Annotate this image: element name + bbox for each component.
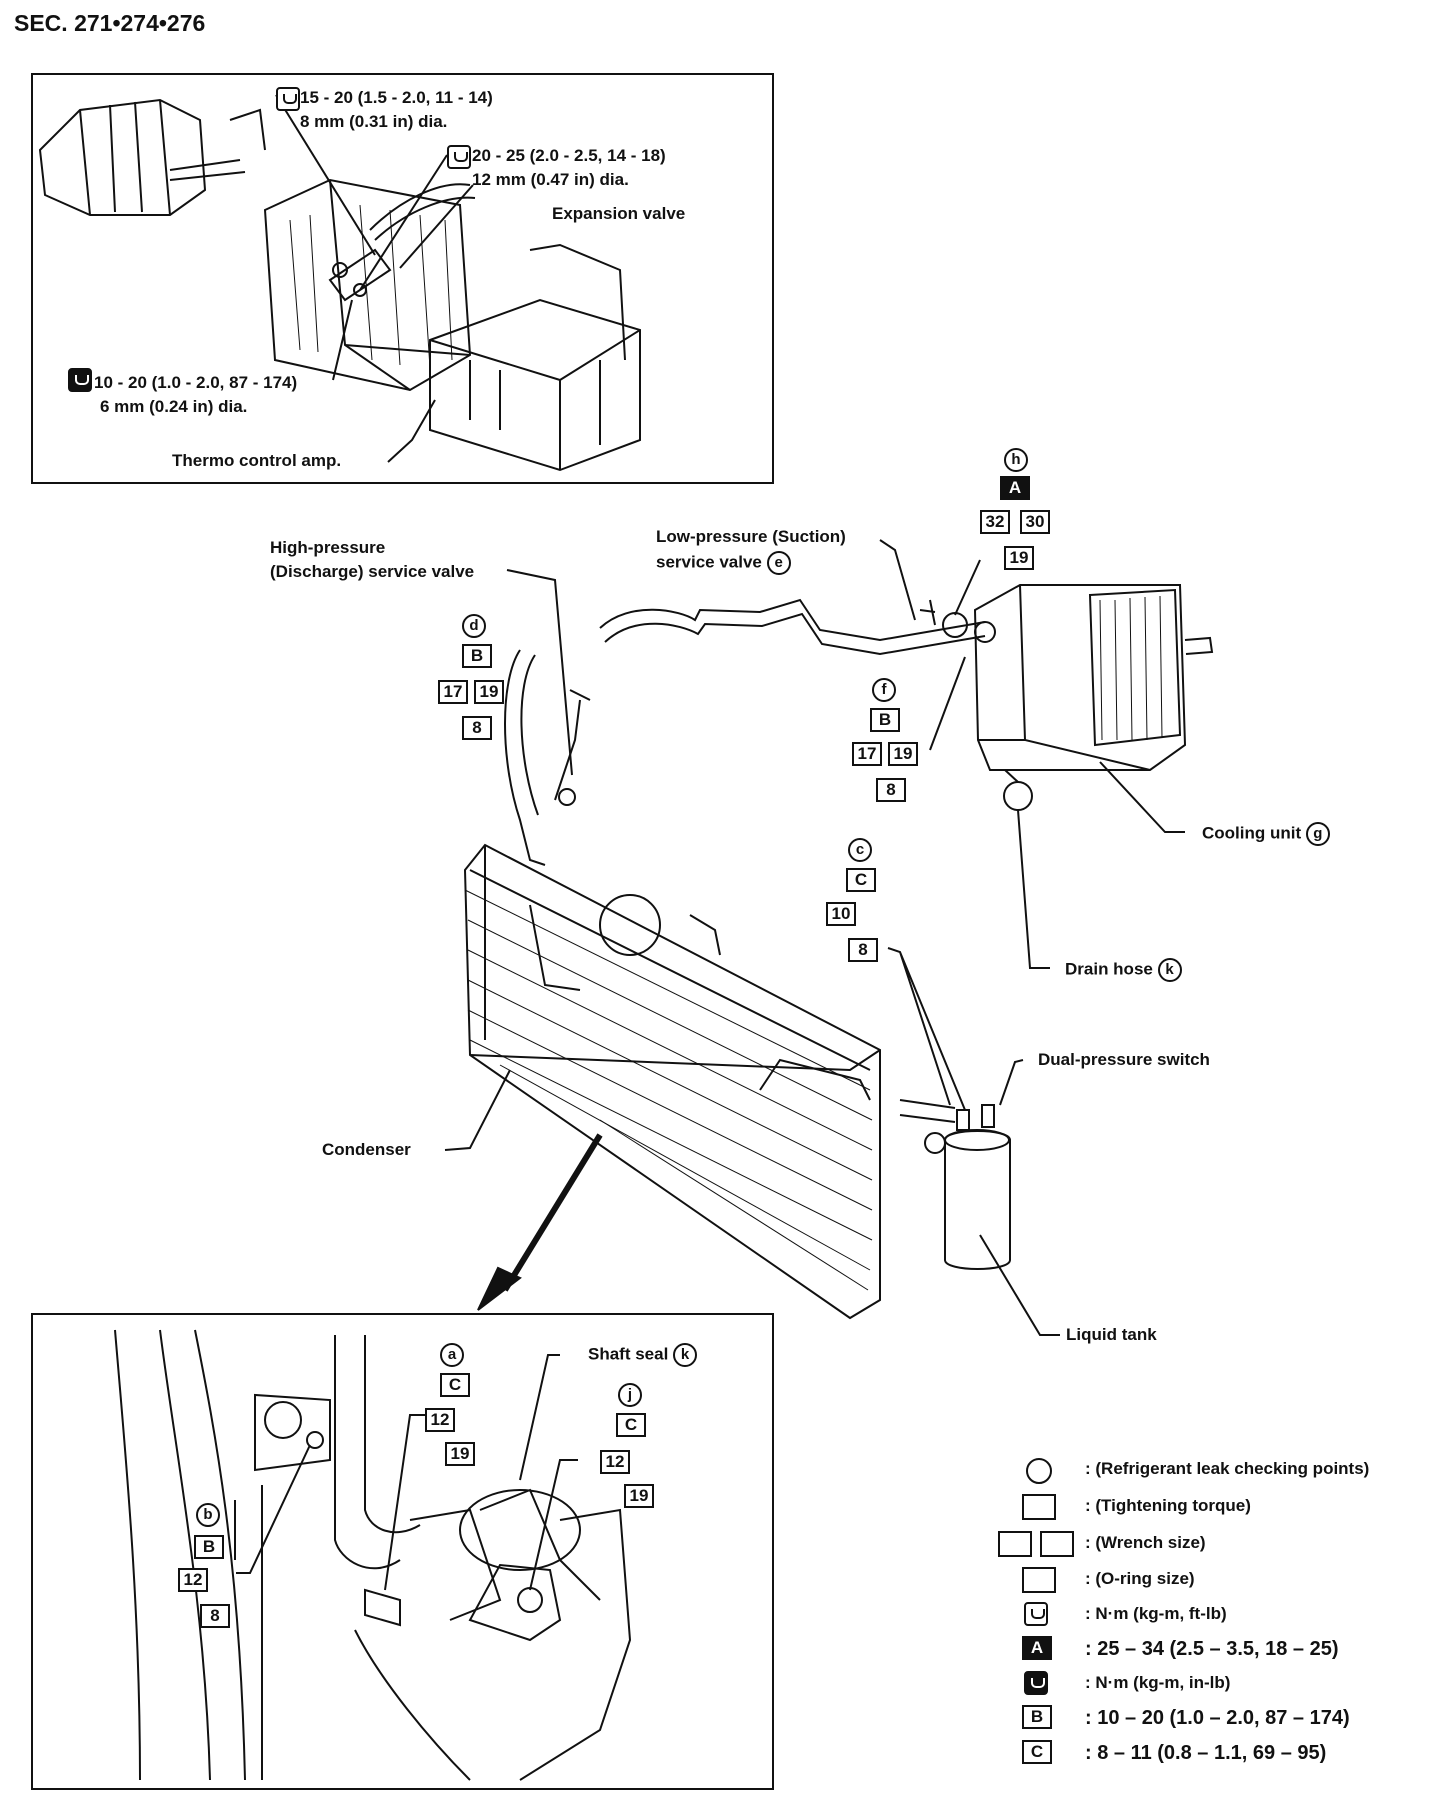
condenser-drawing (463, 843, 881, 1320)
torque-f: B (870, 708, 900, 732)
high-pressure-label-2: (Discharge) service valve (270, 562, 475, 581)
legend-box-symbol (1022, 1494, 1056, 1520)
leak-point-j: j (618, 1383, 642, 1407)
oring-b: 8 (200, 1604, 230, 1628)
cooling-unit-drawing (973, 584, 1214, 811)
wrench-f-1: 17 (852, 742, 882, 766)
thermo-housing-drawing (429, 243, 641, 472)
size-12mm: 12 mm (0.47 in) dia. (472, 170, 629, 189)
leak-point-f: f (872, 678, 896, 702)
low-pressure-text: service valve (656, 552, 762, 572)
leak-point-h: h (1004, 448, 1028, 472)
torque-a: C (440, 1373, 470, 1397)
wrench-b: 12 (178, 1568, 208, 1592)
drain-hose-text: Drain hose (1065, 959, 1153, 979)
expansion-valve-label: Expansion valve (552, 204, 686, 223)
legend-circle-symbol (1026, 1458, 1052, 1484)
shaft-seal-label: Shaft seal k (588, 1343, 698, 1367)
legend-torque-a: A (1022, 1636, 1052, 1660)
torque-20-25: 20 - 25 (2.0 - 2.5, 14 - 18) (472, 146, 666, 165)
evaporator-drawing (263, 178, 476, 392)
leak-point-k: k (1157, 958, 1182, 982)
liquid-tank-label: Liquid tank (1066, 1325, 1157, 1344)
legend-item: : (Wrench size) (1085, 1533, 1206, 1552)
leak-point-d: d (462, 614, 486, 638)
cooling-unit-text: Cooling unit (1202, 823, 1302, 843)
torque-h: A (1000, 476, 1030, 500)
torque-15-20: 15 - 20 (1.5 - 2.0, 11 - 14) (300, 88, 493, 107)
dual-pressure-label: Dual-pressure switch (1038, 1050, 1210, 1069)
torque-10-20: 10 - 20 (1.0 - 2.0, 87 - 174) (94, 373, 298, 392)
top-inset-frame (31, 73, 774, 484)
wrench-c: 10 (826, 902, 856, 926)
wrench-dark-icon (1024, 1671, 1048, 1695)
oring-a: 19 (445, 1442, 475, 1466)
leak-point-e: e (766, 551, 791, 575)
legend-torque-c: C (1022, 1740, 1052, 1764)
high-pressure-label-1: High-pressure (270, 538, 386, 557)
legend-item: : 25 – 34 (2.5 – 3.5, 18 – 25) (1085, 1638, 1339, 1660)
shaft-seal-text: Shaft seal (588, 1344, 669, 1364)
legend-item: : (O-ring size) (1085, 1569, 1195, 1588)
wrench-icon (276, 87, 300, 111)
liquid-tank-drawing (899, 1099, 1011, 1270)
oring-j: 19 (624, 1484, 654, 1508)
thermo-control-label: Thermo control amp. (172, 451, 342, 470)
section-title: SEC. 271•274•276 (14, 10, 206, 36)
condenser-label: Condenser (322, 1140, 411, 1159)
legend-item: : (Refrigerant leak checking points) (1085, 1459, 1370, 1478)
torque-c: C (846, 868, 876, 892)
oring-h: 19 (1004, 546, 1034, 570)
wrench-h-1: 32 (980, 510, 1010, 534)
wrench-d-2: 19 (474, 680, 504, 704)
legend-item: : 8 – 11 (0.8 – 1.1, 69 – 95) (1085, 1742, 1327, 1764)
leak-point-a: a (440, 1343, 464, 1367)
size-6mm: 6 mm (0.24 in) dia. (100, 397, 248, 416)
size-8mm: 8 mm (0.31 in) dia. (300, 112, 448, 131)
wrench-f-2: 19 (888, 742, 918, 766)
wrench-icon (447, 145, 471, 169)
legend-item: : (Tightening torque) (1085, 1496, 1251, 1515)
legend-box-symbol (1022, 1567, 1056, 1593)
bottom-inset-frame (31, 1313, 774, 1790)
torque-b: B (194, 1535, 224, 1559)
torque-j: C (616, 1413, 646, 1437)
drain-hose-label: Drain hose k (1065, 958, 1182, 982)
cooling-unit-label: Cooling unit g (1202, 822, 1330, 846)
wrench-j: 12 (600, 1450, 630, 1474)
legend-item: : N·m (kg-m, in-lb) (1085, 1673, 1231, 1692)
torque-d: B (462, 644, 492, 668)
leak-point-g: g (1305, 822, 1330, 846)
heater-unit-drawing (38, 98, 266, 216)
oring-f: 8 (876, 778, 906, 802)
low-pressure-label-2: service valve e (656, 551, 791, 575)
legend-torque-b: B (1022, 1705, 1052, 1729)
pipes-drawing (504, 598, 996, 866)
oring-c: 8 (848, 938, 878, 962)
oring-d: 8 (462, 716, 492, 740)
low-pressure-label-1: Low-pressure (Suction) (656, 527, 846, 546)
leak-point-shaft-k: k (673, 1343, 698, 1367)
legend-item: : N·m (kg-m, ft-lb) (1085, 1604, 1227, 1623)
compressor-drawing (114, 1329, 632, 1781)
legend-box-symbol (1040, 1531, 1074, 1557)
wrench-icon (1024, 1602, 1048, 1626)
wrench-d-1: 17 (438, 680, 468, 704)
leak-point-b: b (196, 1503, 220, 1527)
wrench-h-2: 30 (1020, 510, 1050, 534)
wrench-dark-icon (68, 368, 92, 392)
legend-box-symbol (998, 1531, 1032, 1557)
wrench-a: 12 (425, 1408, 455, 1432)
legend-item: : 10 – 20 (1.0 – 2.0, 87 – 174) (1085, 1707, 1350, 1729)
leak-point-c: c (848, 838, 872, 862)
